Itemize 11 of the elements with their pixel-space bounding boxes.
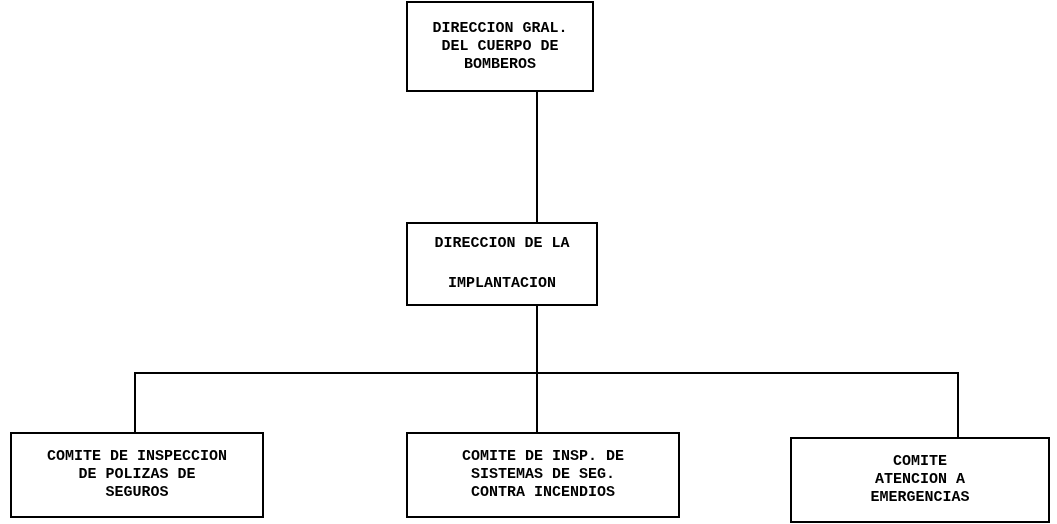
box-text: COMITE DE INSP. DE SISTEMAS DE SEG. CONTRA INCENDIOS <box>461 448 625 502</box>
box-text: COMITE ATENCION A EMERGENCIAS <box>870 453 970 507</box>
org-box <box>406 222 598 306</box>
org-box <box>10 432 264 518</box>
org-box <box>406 432 680 518</box>
box-text: DIRECCION GRAL. DEL CUERPO DE BOMBEROS <box>432 19 568 74</box>
org-box <box>790 437 1050 523</box>
box-text: COMITE DE INSPECCION DE POLIZAS DE SEGUROS <box>46 448 228 502</box>
connector-line <box>536 91 538 223</box>
org-box <box>406 1 594 92</box>
box-text: DIRECCION DE LA IMPLANTACION <box>433 234 571 294</box>
